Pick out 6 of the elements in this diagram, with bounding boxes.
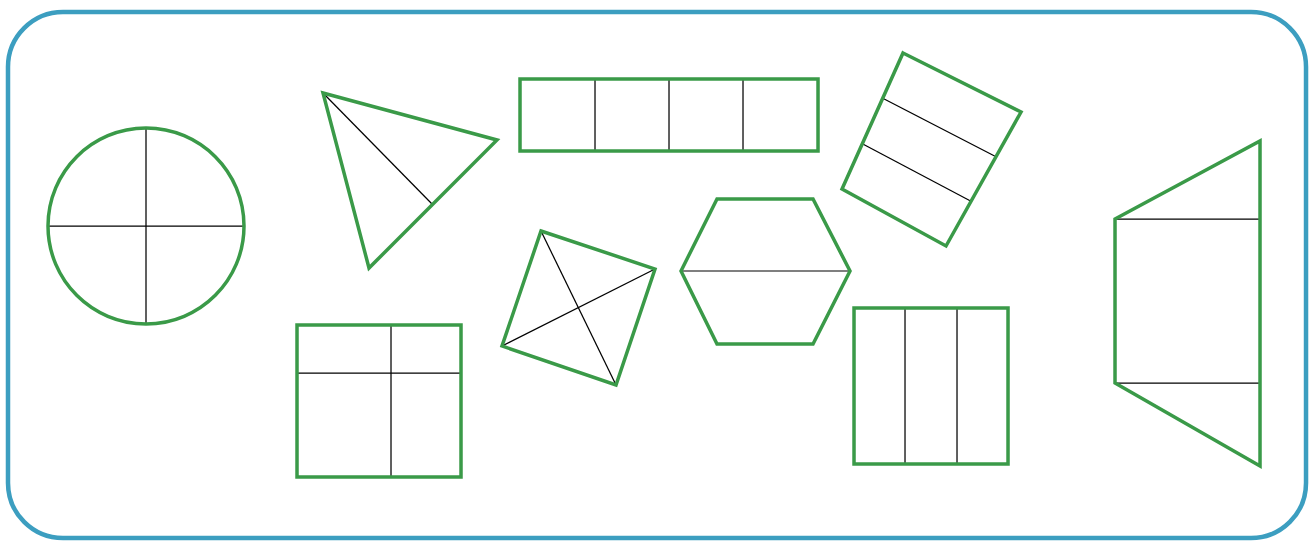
divided-trapezoid (1113, 138, 1262, 469)
divided-rectangle (295, 323, 463, 479)
divided-circle (46, 126, 246, 326)
divided-rectangle (518, 77, 820, 153)
divided-rectangle (852, 306, 1010, 466)
divided-hexagon (679, 197, 852, 346)
